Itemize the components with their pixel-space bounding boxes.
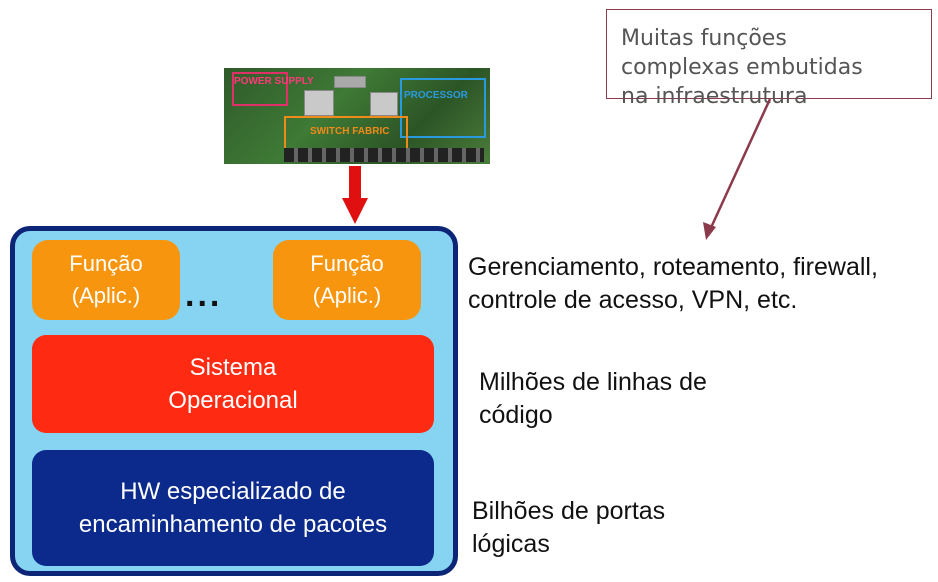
hw-label: encaminhamento de pacotes — [78, 511, 388, 538]
description-line: Bilhões de portas — [472, 497, 666, 525]
function-sublabel: (Aplic.) — [312, 283, 382, 308]
power-supply-label: POWER SUPPLY — [234, 76, 314, 87]
ellipsis: ... — [185, 276, 223, 314]
chip — [370, 92, 398, 116]
function-app-box: Função (Aplic.) — [32, 240, 180, 320]
processor-region — [400, 78, 486, 138]
function-sublabel: (Aplic.) — [71, 283, 141, 308]
description-line: controle de acesso, VPN, etc. — [468, 286, 798, 314]
functions-description: Gerenciamento, roteamento, firewall, con… — [468, 251, 878, 317]
callout-line: Muitas funções — [621, 26, 787, 51]
chip — [334, 76, 366, 88]
os-label: Operacional — [168, 387, 298, 414]
power-supply-region — [232, 72, 288, 106]
down-arrow-head — [342, 198, 368, 224]
callout-text: Muitas funções complexas embutidas na in… — [621, 24, 921, 111]
port-connectors — [284, 148, 484, 162]
router-board-image: POWER SUPPLY PROCESSOR SWITCH FABRIC — [224, 68, 490, 164]
down-arrow — [349, 166, 361, 200]
description-line: lógicas — [472, 530, 550, 558]
operating-system-box: Sistema Operacional — [32, 335, 434, 433]
callout-box — [606, 9, 932, 99]
chip — [304, 90, 334, 116]
os-description: Milhões de linhas de código — [479, 366, 707, 432]
hw-description: Bilhões de portas lógicas — [472, 495, 665, 561]
processor-label: PROCESSOR — [404, 90, 468, 101]
switch-fabric-label: SWITCH FABRIC — [310, 126, 390, 137]
callout-line: na infraestrutura — [621, 84, 808, 109]
description-line: código — [479, 401, 553, 429]
description-line: Gerenciamento, roteamento, firewall, — [468, 253, 878, 281]
specialized-hardware-box: HW especializado de encaminhamento de pa… — [32, 450, 434, 566]
hw-label: HW especializado de — [120, 478, 346, 505]
callout-line: complexas embutidas — [621, 55, 863, 80]
function-label: Função — [69, 251, 143, 276]
function-label: Função — [310, 251, 384, 276]
description-line: Milhões de linhas de — [479, 368, 707, 396]
function-app-box: Função (Aplic.) — [273, 240, 421, 320]
os-label: Sistema — [189, 354, 277, 381]
